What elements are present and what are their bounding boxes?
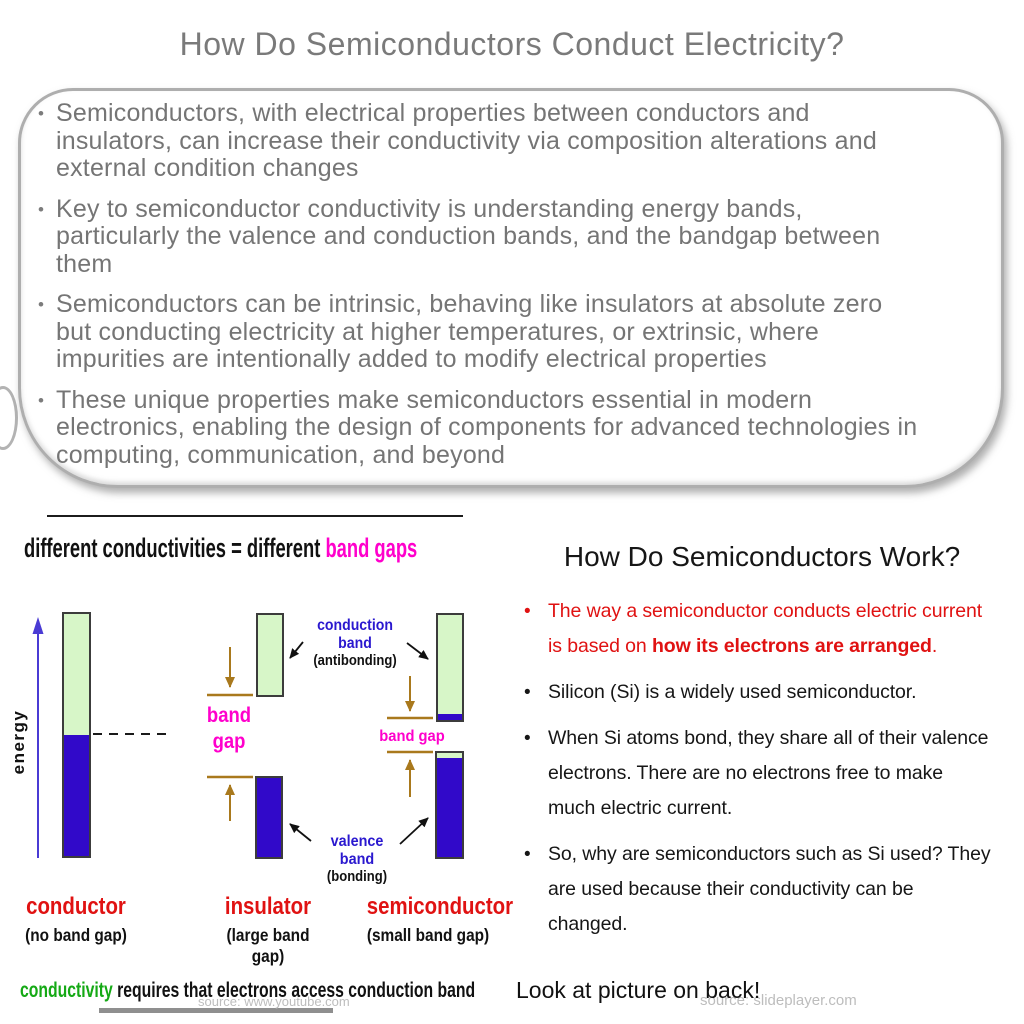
conduction-band-left-arrow-icon (289, 641, 304, 659)
conclusion-rest: requires that electrons access conductio… (112, 979, 476, 1002)
semiconductor-valence-edge (437, 753, 462, 758)
bullet-icon: • (38, 104, 44, 123)
conductor-name: conductor (26, 893, 126, 920)
bullet-icon: • (524, 601, 531, 622)
insulator-band-gap-label: band gap (200, 703, 258, 755)
semiconductor-name: semiconductor (366, 893, 514, 920)
bullet-pre: The way a semiconductor conducts electri… (548, 600, 983, 657)
conduction-band-label-group: conduction band (antibonding) (299, 617, 411, 669)
bullet-bold: how its electrons are arranged (651, 635, 932, 657)
right-bullet-list: • The way a semiconductor conducts elect… (524, 594, 992, 953)
semiconductor-conduction-segment (438, 615, 462, 714)
bullet-icon: • (524, 682, 531, 703)
intro-bullet-text: These unique properties make semiconduct… (56, 385, 918, 469)
semiconductor-band-gap-label: band gap (379, 728, 445, 745)
list-item: • Semiconductors can be intrinsic, behav… (38, 290, 918, 374)
valence-band-left-arrow-icon (289, 823, 312, 842)
left-panel-conclusion: conductivity requires that electrons acc… (20, 979, 475, 1003)
conclusion-accent: conductivity (20, 979, 113, 1002)
right-bullet-text: So, why are semiconductors such as Si us… (548, 843, 991, 935)
right-panel-footer: Look at picture on back! (516, 977, 761, 1003)
band-gap-word-1: band (206, 704, 252, 727)
list-item: • So, why are semiconductors such as Si … (524, 837, 992, 942)
right-panel-title: How Do Semiconductors Work? (563, 541, 961, 572)
semiconductor-conduction-edge (438, 714, 462, 720)
bonding-label: (bonding) (326, 869, 388, 885)
insulator-valence-bar (255, 776, 283, 859)
list-item: • Silicon (Si) is a widely used semicond… (524, 675, 992, 710)
conduction-band-label: conduction band (317, 617, 393, 652)
left-panel-heading: different conductivities = different ban… (24, 533, 417, 564)
divider-line (47, 515, 463, 517)
page-title: How Do Semiconductors Conduct Electricit… (179, 26, 845, 62)
insulator-caption: insulator (large band gap) (206, 893, 330, 967)
bullet-icon: • (38, 295, 44, 314)
insulator-name: insulator (224, 893, 312, 920)
antibonding-label: (antibonding) (313, 653, 397, 669)
list-item: • These unique properties make semicondu… (38, 385, 918, 470)
right-bullet-text: The way a semiconductor conducts electri… (548, 594, 992, 664)
valence-band-label-group: valence band (bonding) (307, 833, 407, 885)
intro-bullet-text: Semiconductors can be intrinsic, behavin… (56, 290, 883, 373)
valence-band-label: valence band (330, 833, 384, 868)
intro-bullet-text: Key to semiconductor conductivity is und… (56, 194, 881, 278)
right-bullet-text: When Si atoms bond, they share all of th… (548, 727, 989, 819)
valence-band-right-arrow-icon (399, 817, 429, 845)
conduction-band-right-arrow-icon (406, 642, 429, 660)
insulator-subcaption: (large band gap) (226, 925, 310, 966)
intro-summary-box (18, 88, 1004, 488)
insulator-conduction-bar (256, 613, 284, 697)
watermark-youtube: source: www.youtube.com (198, 994, 350, 1009)
bullet-icon: • (524, 844, 531, 865)
heading-accent-part: band gaps (325, 533, 418, 563)
semiconductor-valence-segment (437, 758, 462, 857)
decorative-arc (0, 386, 18, 450)
list-item: • The way a semiconductor conducts elect… (524, 594, 992, 664)
semiconductor-valence-bar (435, 751, 464, 859)
bullet-icon: • (524, 728, 531, 749)
list-item: • Key to semiconductor conductivity is u… (38, 194, 918, 279)
band-gap-word-2: gap (212, 730, 246, 753)
conductor-conduction-segment (64, 614, 89, 735)
bullet-post: . (931, 635, 938, 657)
conductor-valence-segment (64, 735, 89, 856)
band-diagram-arrows (32, 617, 433, 858)
energy-axis-label: energy (9, 709, 28, 775)
semiconductor-subcaption: (small band gap) (366, 925, 490, 945)
semiconductor-conduction-bar (436, 613, 464, 722)
heading-black-part: different conductivities = different (24, 533, 326, 563)
intro-bullet-text: Semiconductors, with electrical properti… (56, 99, 877, 182)
list-item: • Semiconductors, with electrical proper… (38, 99, 918, 183)
bullet-icon: • (38, 390, 44, 410)
list-item: • When Si atoms bond, they share all of … (524, 721, 992, 826)
conductor-band-bar (62, 612, 91, 858)
watermark-slideplayer: source: slideplayer.com (700, 992, 857, 1009)
right-bullet-text: Silicon (Si) is a widely used semiconduc… (548, 681, 917, 703)
energy-axis-arrowhead-icon (32, 617, 44, 634)
bullet-icon: • (38, 199, 44, 219)
bottom-divider-line (99, 1008, 333, 1013)
conductor-caption: conductor (no band gap) (14, 893, 138, 946)
intro-bullet-list: • Semiconductors, with electrical proper… (38, 99, 918, 482)
semiconductor-caption: semiconductor (small band gap) (356, 893, 514, 946)
conductor-subcaption: (no band gap) (25, 925, 127, 945)
